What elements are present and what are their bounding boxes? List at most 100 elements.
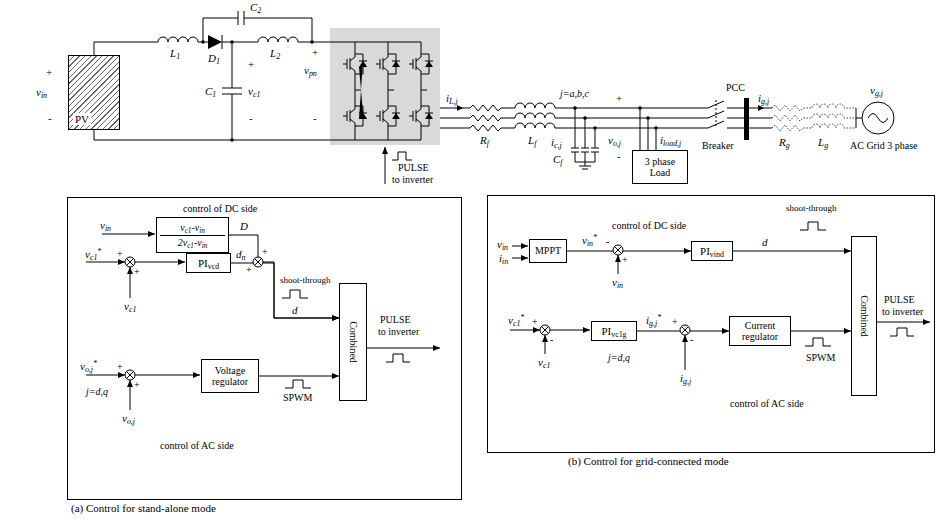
subscript: o,j (613, 139, 621, 148)
signal-line (510, 330, 540, 331)
signal-connector (733, 251, 851, 252)
subscript: load,j (663, 139, 681, 148)
grid-impedance (772, 104, 856, 131)
note-label: shoot-through (786, 204, 837, 214)
signal-label: ic,j (551, 136, 562, 148)
subscript: in (617, 281, 623, 290)
signal-label: vc1* (85, 248, 101, 260)
signal-line (366, 348, 440, 349)
subscript: 2 (276, 52, 280, 61)
node-text: PV (73, 113, 91, 125)
sign-label: - (606, 236, 609, 247)
subscript: g,j (761, 97, 769, 106)
superscript: * (93, 359, 97, 368)
component-label: D1 (208, 52, 220, 64)
signal-connector (231, 263, 339, 318)
signal-label: iload,j (660, 134, 681, 146)
component-label: C2 (250, 1, 261, 13)
signal-label: vc1* (508, 314, 524, 326)
node-text: vc1-vin (180, 222, 205, 234)
subscript: in (202, 242, 208, 250)
sign-label: + (262, 246, 268, 257)
subscript: g (824, 141, 828, 150)
junction-dot (654, 126, 658, 130)
signal-label: ig,j* (646, 314, 661, 326)
pulse-arrow (385, 147, 386, 184)
section-label: control of AC side (160, 440, 234, 451)
component-label: L1 (170, 47, 180, 59)
subscript: c1 (129, 305, 136, 314)
signal-label: vo,j (608, 134, 621, 146)
sine-symbol (868, 114, 888, 123)
inductor-symbol (158, 37, 298, 42)
signal-line (102, 234, 155, 235)
grid-wire (856, 108, 862, 128)
sign-label: - (313, 112, 317, 124)
component-label: Rg (779, 136, 790, 148)
node-text: MPPT (535, 245, 561, 257)
signal-connector (259, 376, 339, 377)
signal-line (550, 330, 590, 331)
signal-label: iL,j (446, 92, 458, 104)
diode-symbol (392, 61, 400, 67)
subscript: 1 (176, 52, 180, 61)
signal-line (545, 335, 546, 354)
sign-label: - (249, 112, 253, 124)
diode-symbol (359, 113, 367, 119)
signal-label: vin (36, 86, 47, 98)
sign-label: + (246, 264, 252, 275)
subscript: g (786, 141, 790, 150)
sign-label: + (46, 66, 52, 78)
signal-label: iin (499, 252, 508, 264)
superscript: * (97, 247, 101, 256)
note-label: SPWM (283, 392, 312, 403)
junction-dot (230, 40, 234, 44)
voltage-regulator-box: Voltage regulator (201, 359, 259, 393)
signal-label: vin (497, 238, 508, 250)
ac-source-symbol (862, 102, 894, 134)
subscript: c1 (90, 253, 97, 262)
sign-label: - (48, 112, 52, 124)
signal-label: ig,j (680, 372, 691, 384)
subscript: g,j (683, 377, 691, 386)
component-label: PCC (726, 82, 745, 93)
pi-controller-box: PIvcd (186, 253, 231, 273)
component-label: AC Grid 3 phase (850, 140, 918, 151)
subscript: c1 (187, 242, 194, 250)
junction-dot (593, 126, 597, 130)
node-text: Combined (347, 321, 359, 363)
subscript: vind (710, 250, 724, 259)
subscript: 1 (212, 90, 216, 99)
note-label: to inverter (392, 174, 433, 185)
note-label: PULSE (380, 314, 411, 325)
subscript: pn (309, 69, 317, 78)
signal-label: d (292, 304, 298, 316)
note-label: shoot-through (280, 276, 331, 286)
sign-label: - (690, 334, 693, 345)
diode-symbol (392, 113, 400, 119)
igbt-symbol (343, 52, 433, 128)
control-panel: (b) Control for grid-connected modeMPPTP… (487, 195, 935, 453)
inverter-rails (330, 42, 427, 140)
note-label: SPWM (806, 352, 835, 363)
signal-label: vc1 (124, 300, 136, 312)
sign-label: + (532, 316, 538, 327)
subscript: c1 (513, 319, 520, 328)
sign-label: + (622, 254, 628, 265)
note-label: PULSE (398, 162, 429, 173)
superscript: * (593, 233, 597, 242)
node-text: PIvc1g (601, 325, 626, 338)
sign-label: + (117, 361, 123, 372)
current-regulator-box: Current regulator (729, 316, 791, 346)
fraction-line (160, 235, 225, 236)
subscript: vc1g (611, 330, 626, 339)
signal-line (876, 322, 930, 323)
signal-label: vo,j* (80, 360, 97, 372)
sign-label: + (134, 379, 140, 390)
component-label: Rf (480, 134, 489, 146)
junction-dot (583, 116, 587, 120)
component-label: Cf (553, 153, 563, 165)
